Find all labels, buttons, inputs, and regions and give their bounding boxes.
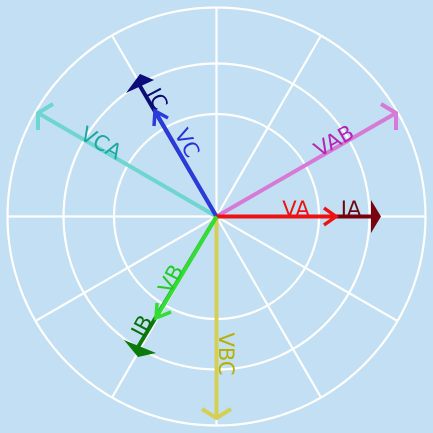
vb-label: VB	[154, 261, 189, 298]
vc-label: VC	[170, 125, 205, 162]
ia-arrowhead	[371, 200, 381, 233]
vb-arrowhead	[154, 302, 172, 321]
ia-label: IA	[341, 197, 362, 221]
vc-line	[153, 109, 219, 218]
phasor-arrowheads	[36, 74, 398, 421]
vab-label: VAB	[310, 120, 358, 162]
va-label: VA	[282, 197, 310, 221]
grid-spoke	[215, 34, 322, 218]
ib-label: IB	[127, 311, 158, 340]
vab-arrowhead	[379, 102, 398, 130]
ic-arrowhead	[126, 74, 154, 93]
vbc-arrowhead	[200, 407, 233, 421]
grid-spoke	[215, 215, 322, 399]
va-arrowhead	[322, 206, 340, 227]
vbc-label: VBC	[214, 332, 238, 375]
grid-spoke	[215, 215, 399, 322]
ib-arrowhead	[124, 340, 156, 357]
vb-line	[154, 215, 219, 320]
vc-arrowhead	[152, 108, 169, 127]
phasor-lines	[36, 84, 397, 418]
ic-label: IC	[142, 84, 173, 114]
grid-spoke	[34, 215, 218, 322]
vab-line	[215, 111, 397, 219]
vca-line	[36, 111, 218, 219]
vca-arrowhead	[36, 102, 55, 130]
